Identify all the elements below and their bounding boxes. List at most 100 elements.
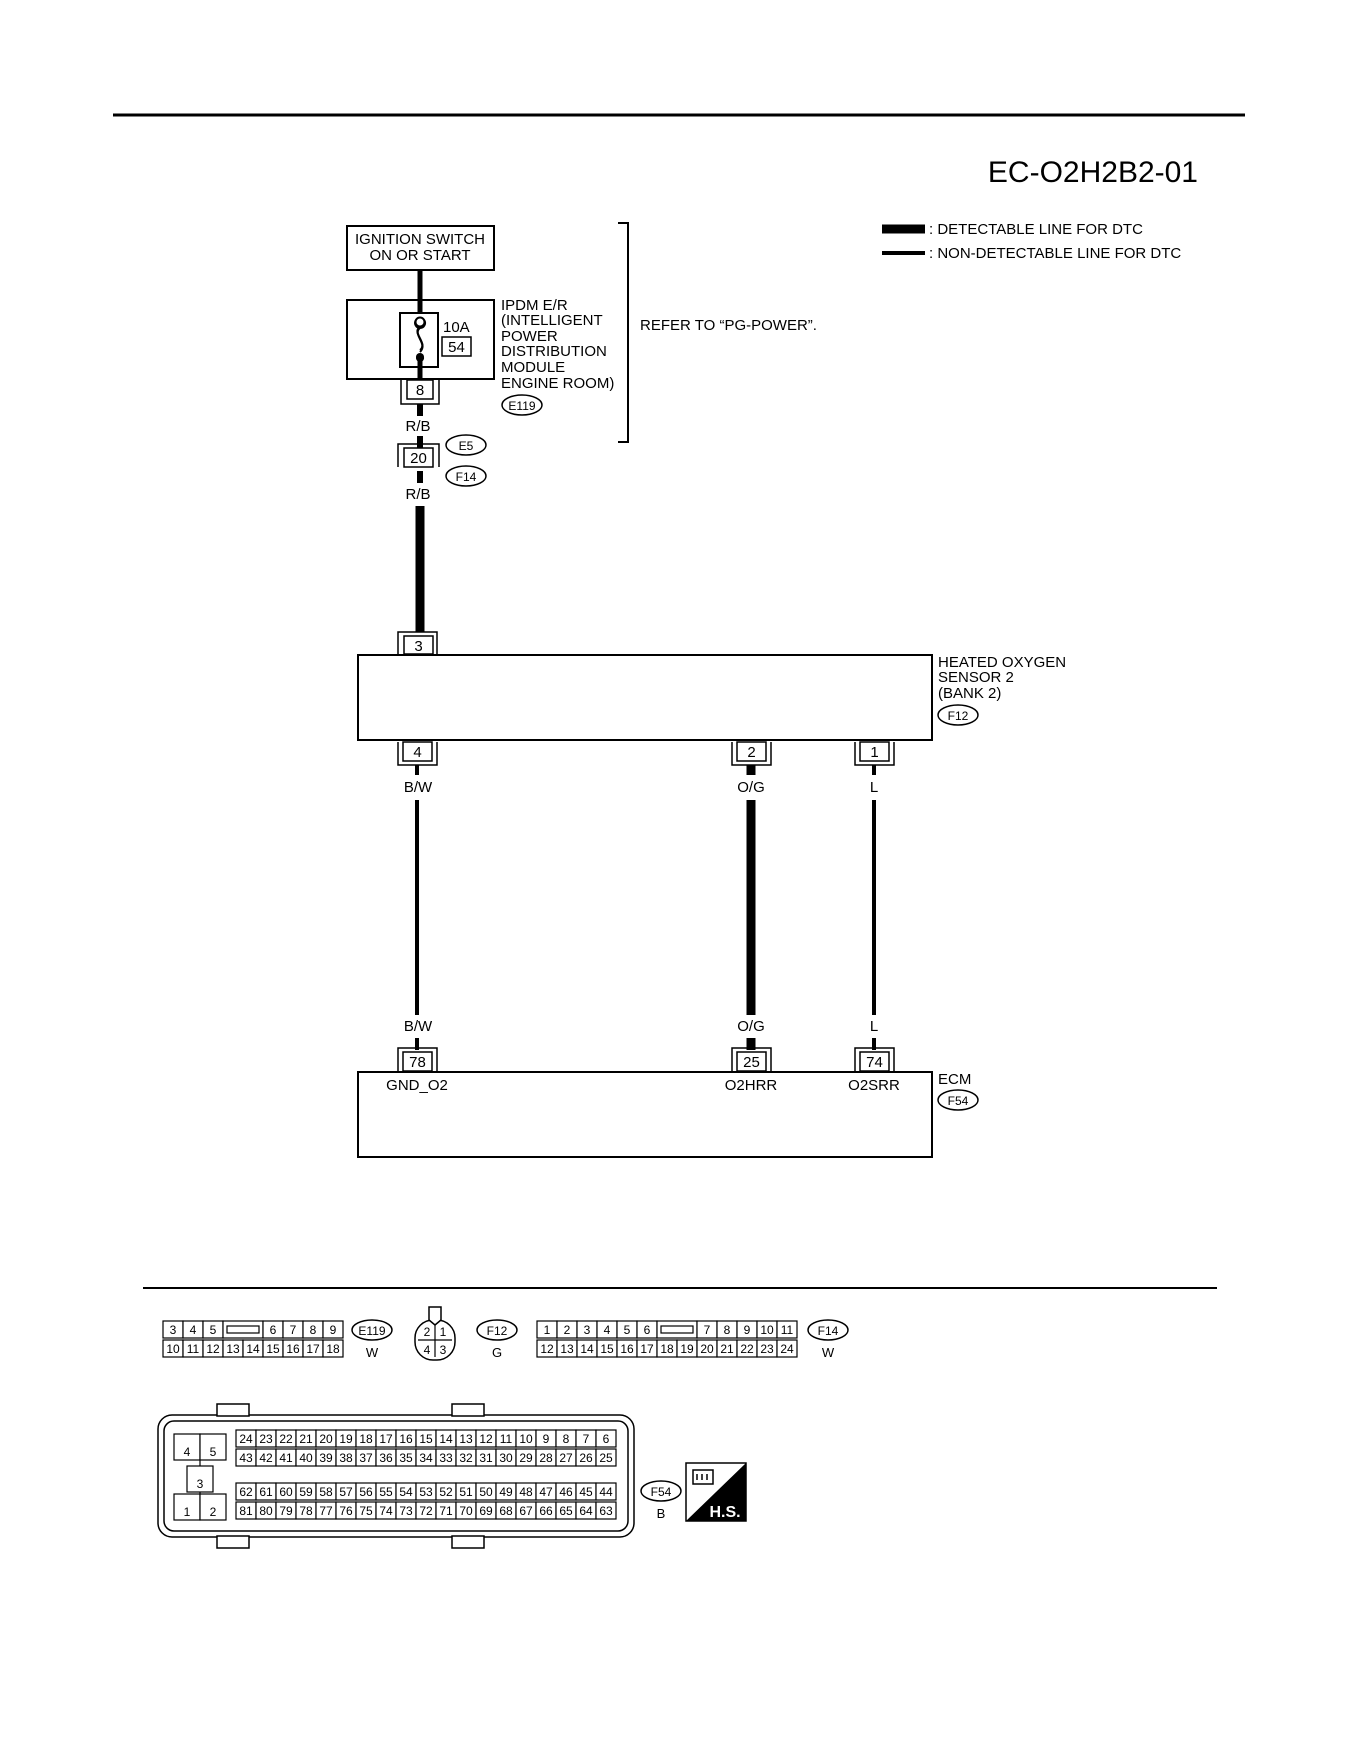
f54-pin-27: 27 [555, 1448, 577, 1467]
f54-pin-76-label: 76 [339, 1504, 353, 1518]
f14-connector-id: F14 [818, 1324, 839, 1338]
f54-pin-17: 17 [375, 1429, 397, 1448]
e119-pin-11-label: 11 [187, 1342, 200, 1356]
f54-pin-41: 41 [275, 1448, 297, 1467]
f54-pin-45: 45 [575, 1482, 597, 1501]
f54-pin-80-label: 80 [259, 1504, 273, 1518]
f54-pin-58-label: 58 [319, 1485, 333, 1499]
ecm-pin-78-number: 78 [409, 1054, 426, 1071]
sensor-pin-2-number: 2 [747, 744, 755, 761]
f14-pin-7-label: 7 [704, 1323, 711, 1337]
f14-pin-14: 14 [576, 1339, 598, 1358]
f54-pin-59: 59 [295, 1482, 317, 1501]
f14-pin-11-label: 11 [781, 1323, 794, 1337]
sensor-connector-id: F12 [948, 709, 969, 723]
f54-pin-47-label: 47 [539, 1485, 553, 1499]
hs-black-triangle [686, 1463, 746, 1521]
f54-pin-74-label: 74 [379, 1504, 393, 1518]
f14-blank-slot-inner [660, 1325, 694, 1334]
f54-pin-37-label: 37 [359, 1451, 373, 1465]
f54-pin-6: 6 [595, 1429, 617, 1448]
f54-pin-73: 73 [395, 1501, 417, 1520]
f14-pin-24: 24 [776, 1339, 798, 1358]
f54-pin-13-label: 13 [459, 1432, 473, 1446]
f54-pin-78: 78 [295, 1501, 317, 1520]
e119-pin-16-label: 16 [286, 1342, 300, 1356]
f54-pin-26-label: 26 [579, 1451, 593, 1465]
f54-pin-2-label: 2 [210, 1505, 217, 1519]
sensor-label-3: (BANK 2) [938, 685, 1001, 702]
f54-pin-33-label: 33 [439, 1451, 453, 1465]
wire-l-label-bottom: L [870, 1018, 878, 1035]
f14-pin-8: 8 [716, 1320, 738, 1339]
f54-pin-9-label: 9 [543, 1432, 550, 1446]
f14-pin-23: 23 [756, 1339, 778, 1358]
f54-pin-35-label: 35 [399, 1451, 413, 1465]
harness-connector-e5: E5 [459, 439, 474, 453]
hs-connector-icon [692, 1469, 714, 1485]
wire-og-label-bottom: O/G [737, 1018, 765, 1035]
f14-pin-19: 19 [676, 1339, 698, 1358]
f54-pin-30-label: 30 [499, 1451, 513, 1465]
e119-pin-3-label: 3 [170, 1323, 177, 1337]
f54-pin-64: 64 [575, 1501, 597, 1520]
f54-pin-64-label: 64 [579, 1504, 593, 1518]
f54-pin-44-label: 44 [599, 1485, 613, 1499]
f54-pin-20-label: 20 [319, 1432, 333, 1446]
wire-bw-label-bottom: B/W [404, 1018, 433, 1035]
f14-pin-20-label: 20 [700, 1342, 714, 1356]
sensor-pin-2: 2 [731, 741, 772, 766]
f54-top-lug-1 [216, 1403, 250, 1417]
f14-pin-17-label: 17 [640, 1342, 654, 1356]
e119-pin-5: 5 [202, 1320, 224, 1339]
f54-pin-77-label: 77 [319, 1504, 333, 1518]
diagram-code: EC-O2H2B2-01 [988, 156, 1198, 189]
f12-pin-4: 4 [424, 1343, 431, 1357]
f54-pin-1-label: 1 [184, 1505, 191, 1519]
f54-pin-1: 1 [173, 1493, 201, 1521]
f54-pin-53: 53 [415, 1482, 437, 1501]
wire-rb-label-bottom: R/B [405, 486, 430, 503]
ecm-pin-74-number: 74 [866, 1054, 883, 1071]
f54-pin-66: 66 [535, 1501, 557, 1520]
f14-pin-9: 9 [736, 1320, 758, 1339]
f54-pin-66-label: 66 [539, 1504, 553, 1518]
f54-pin-39: 39 [315, 1448, 337, 1467]
f54-pin-35: 35 [395, 1448, 417, 1467]
f54-pin-50: 50 [475, 1482, 497, 1501]
f54-pin-46: 46 [555, 1482, 577, 1501]
f14-pin-5-label: 5 [624, 1323, 631, 1337]
f54-pin-11: 11 [495, 1429, 517, 1448]
f14-pin-5: 5 [616, 1320, 638, 1339]
f54-pin-10-label: 10 [519, 1432, 533, 1446]
fuse-top-terminal [414, 316, 426, 328]
e119-pin-18-label: 18 [326, 1342, 340, 1356]
e119-pin-3: 3 [162, 1320, 184, 1339]
f14-pin-13-label: 13 [560, 1342, 574, 1356]
fuse-amp-label: 10A [443, 319, 470, 336]
f54-pin-67: 67 [515, 1501, 537, 1520]
f54-connector-badge [640, 1480, 682, 1502]
f54-pin-59-label: 59 [299, 1485, 313, 1499]
f14-pin-1: 1 [536, 1320, 558, 1339]
f54-pin-22-label: 22 [279, 1432, 293, 1446]
f54-bottom-lug-2 [451, 1535, 485, 1549]
f54-pin-57-label: 57 [339, 1485, 353, 1499]
f54-pin-22: 22 [275, 1429, 297, 1448]
f54-pin-24: 24 [235, 1429, 257, 1448]
e119-pin-14: 14 [242, 1339, 264, 1358]
e119-pin-4-label: 4 [190, 1323, 197, 1337]
ipdm-pin-number: 8 [416, 382, 424, 399]
f54-pin-23-label: 23 [259, 1432, 273, 1446]
f54-pin-31: 31 [475, 1448, 497, 1467]
f54-bottom-lug-1 [216, 1535, 250, 1549]
e119-pin-10-label: 10 [166, 1342, 180, 1356]
f54-pin-79-label: 79 [279, 1504, 293, 1518]
f54-pin-47: 47 [535, 1482, 557, 1501]
e119-pin-7: 7 [282, 1320, 304, 1339]
f54-pin-42-label: 42 [259, 1451, 273, 1465]
f54-pin-71: 71 [435, 1501, 457, 1520]
e119-pin-9: 9 [322, 1320, 344, 1339]
f54-pin-79: 79 [275, 1501, 297, 1520]
f54-pin-27-label: 27 [559, 1451, 573, 1465]
